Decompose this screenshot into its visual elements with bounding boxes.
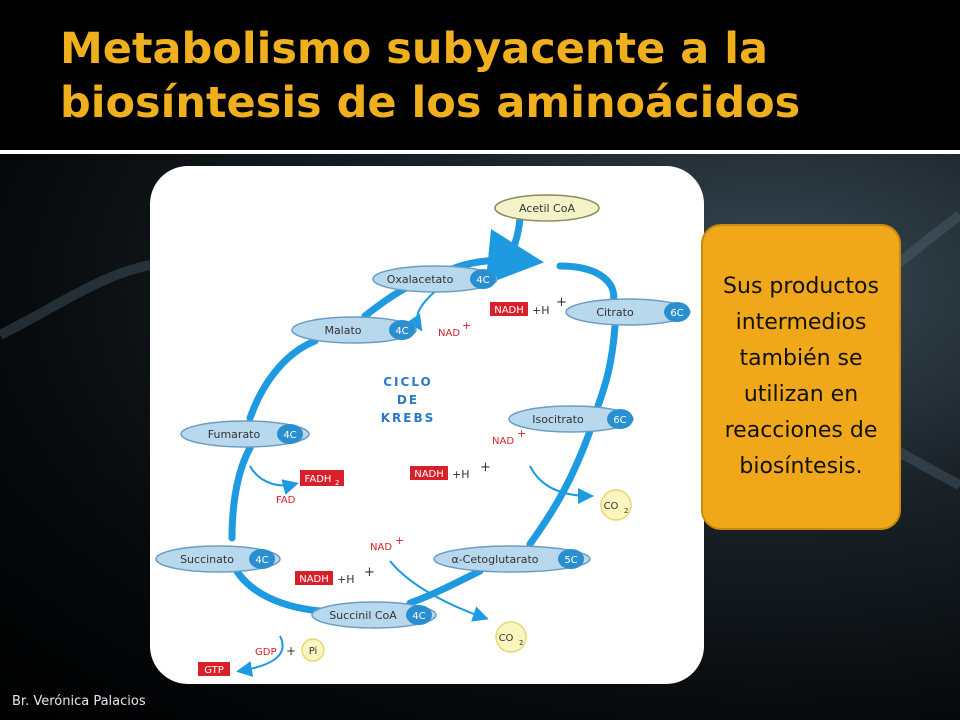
fadh2-group: FADH 2 FAD [276, 470, 344, 506]
fad-label: FAD [276, 495, 296, 506]
node-succinato: Succinato 4C [155, 545, 281, 573]
carbon-badge: 6C [670, 308, 683, 319]
arrow-akg-succoa [406, 567, 484, 607]
h-plus-label: +H [337, 573, 355, 586]
co2-label: CO [499, 633, 514, 644]
h-plus-label: +H [532, 304, 550, 317]
node-citrato: Citrato 6C [565, 298, 691, 326]
node-isocitrato: Isocitrato 6C [508, 405, 634, 433]
nadh-group-1: NADH +H + NAD + [438, 295, 567, 339]
krebs-cycle-diagram: Acetil CoA Oxalacetato 4C Citrato 6C Mal… [155, 194, 691, 677]
gdp-gtp-group: GDP + Pi GTP [198, 638, 325, 676]
author-footer: Br. Verónica Palacios [12, 694, 146, 709]
node-label: Acetil CoA [519, 202, 575, 215]
krebs-cycle-card: Acetil CoA Oxalacetato 4C Citrato 6C Mal… [150, 166, 704, 684]
plus-sign: + [556, 295, 567, 310]
node-label: Citrato [596, 306, 634, 319]
carbon-badge: 4C [255, 555, 268, 566]
plus-sign: + [395, 534, 404, 547]
node-label: Succinato [180, 553, 234, 566]
node-alfa-cetoglutarato: α-Cetoglutarato 5C [433, 545, 591, 573]
node-succinil-coa: Succinil CoA 4C [311, 601, 437, 629]
carbon-badge: 6C [613, 415, 626, 426]
title-divider [0, 150, 960, 154]
cycle-center-label: CICLO DE KREBS [381, 375, 436, 425]
fadh2-subscript: 2 [335, 479, 339, 487]
plus-sign: + [364, 565, 375, 580]
carbon-badge: 4C [283, 430, 296, 441]
title-bar [0, 0, 960, 150]
arrow-succ-fum [228, 444, 254, 542]
node-label: α-Cetoglutarato [451, 553, 538, 566]
co2-badge-2: CO 2 [495, 621, 527, 653]
node-label: Succinil CoA [329, 609, 397, 622]
nad-label: NAD [492, 436, 514, 447]
co2-subscript: 2 [624, 507, 628, 515]
arrow-succoa-succ [231, 564, 324, 615]
node-acetil-coa: Acetil CoA [494, 194, 600, 222]
nad-label: NAD [370, 542, 392, 553]
carbon-badge: 5C [564, 555, 577, 566]
gdp-label: GDP [255, 647, 276, 658]
nadh-label: NADH [414, 469, 444, 480]
co2-label: CO [604, 501, 619, 512]
plus-sign: + [517, 427, 526, 440]
callout-text: Sus productos intermedios también se uti… [723, 274, 879, 479]
co2-subscript: 2 [519, 639, 523, 647]
nadh-group-3: NAD + NADH +H + [295, 534, 404, 586]
node-fumarato: Fumarato 4C [180, 420, 310, 448]
node-malato: Malato 4C [291, 316, 417, 344]
callout-box: Sus productos intermedios también se uti… [701, 224, 901, 530]
plus-sign: + [480, 460, 491, 475]
nadh-group-2: NAD + NADH +H + [410, 427, 526, 481]
node-label: Oxalacetato [387, 273, 454, 286]
arrow-iso-akg [526, 427, 594, 548]
nadh-label: NADH [494, 305, 524, 316]
node-label: Fumarato [208, 428, 261, 441]
carbon-badge: 4C [412, 611, 425, 622]
node-label: Isocitrato [532, 413, 584, 426]
co2-badge-1: CO 2 [600, 489, 632, 521]
title-line-2: biosíntesis de los aminoácidos [60, 78, 801, 128]
fadh2-label: FADH [305, 474, 332, 485]
node-oxalacetato: Oxalacetato 4C [372, 265, 498, 293]
center-label-line: DE [397, 393, 419, 407]
gtp-label: GTP [204, 665, 224, 676]
nadh-label: NADH [299, 574, 329, 585]
title-line-1: Metabolismo subyacente a la [60, 24, 768, 74]
nad-label: NAD [438, 328, 460, 339]
arrow-fum-mal [246, 337, 319, 422]
center-label-line: CICLO [383, 375, 433, 389]
slide-title: Metabolismo subyacente a la biosíntesis … [60, 22, 940, 130]
plus-sign: + [286, 644, 296, 658]
pi-label: Pi [309, 646, 318, 657]
node-label: Malato [324, 324, 361, 337]
arrow-citrate-iso [594, 322, 619, 410]
plus-sign: + [462, 319, 471, 332]
h-plus-label: +H [452, 468, 470, 481]
carbon-badge: 4C [476, 275, 489, 286]
center-label-line: KREBS [381, 411, 436, 425]
carbon-badge: 4C [395, 326, 408, 337]
